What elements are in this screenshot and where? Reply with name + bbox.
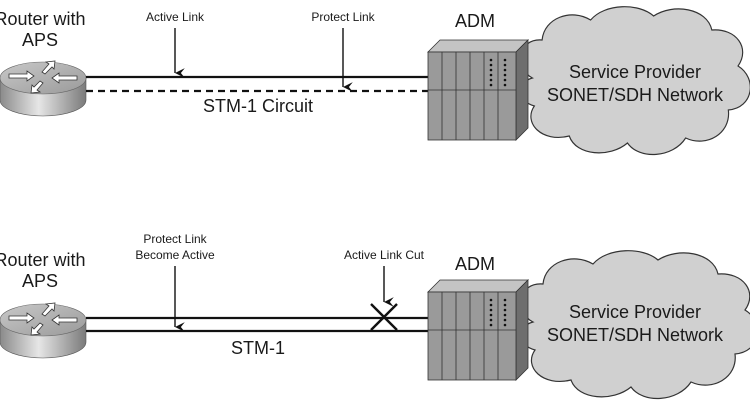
cloud-label-bottom-line2: SONET/SDH Network [547,325,724,345]
active-link-label: Active Link [146,10,205,24]
cloud-label-top-line2: SONET/SDH Network [547,85,724,105]
adm-label-top: ADM [455,11,495,31]
protect-active-label-line1: Protect Link [143,232,207,246]
circuit-label-top: STM-1 Circuit [203,96,313,116]
top-scenario: Router with APS Active Link Protect Link… [0,6,750,156]
adm-device-icon [427,279,529,381]
router-icon [0,302,87,359]
circuit-label-bottom: STM-1 [231,338,285,358]
router-icon [0,60,87,117]
router-label-bottom-line2: APS [22,271,58,291]
active-link-cut-label: Active Link Cut [344,248,425,262]
adm-label-bottom: ADM [455,254,495,274]
cut-x-icon [370,303,398,331]
adm-device-icon [427,39,529,141]
router-label-top-line2: APS [22,30,58,50]
router-label-top-line1: Router with [0,9,86,29]
cloud-label-bottom-line1: Service Provider [569,302,701,322]
router-label-bottom-line1: Router with [0,250,86,270]
bottom-scenario: Router with APS Protect Link Become Acti… [0,232,750,400]
protect-link-label: Protect Link [311,10,375,24]
cloud-label-top-line1: Service Provider [569,62,701,82]
protect-active-label-line2: Become Active [135,248,215,262]
